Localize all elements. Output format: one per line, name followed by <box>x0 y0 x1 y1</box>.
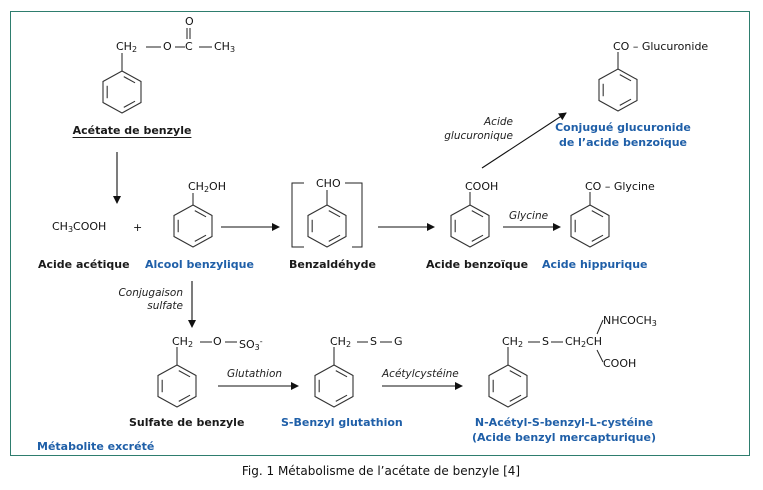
double-bond <box>619 98 632 106</box>
label-s-benzyl-glutathione: S-Benzyl glutathion <box>281 416 403 429</box>
benzyl-acetate-ch3: CH3 <box>214 40 236 54</box>
label-mercapturic-line1: N-Acétyl-S-benzyl-L-cystéine <box>474 416 654 429</box>
label-glucuronide-line1: Conjugué glucuronide <box>555 121 691 134</box>
benzyl-sulfate-so3: SO3- <box>239 337 263 352</box>
mercapturic-ch2ch: CH2CH <box>565 335 602 349</box>
double-bond <box>123 76 136 84</box>
double-bond <box>194 210 207 218</box>
double-bond <box>591 234 604 242</box>
acetic-acid-formula: CH3COOH <box>52 220 107 234</box>
s-benzyl-glutathione-s: S <box>370 335 377 348</box>
double-bond <box>194 234 207 242</box>
double-bond <box>619 74 632 82</box>
s-benzyl-glutathione-ch2: CH2 <box>330 335 352 349</box>
reagent-glucuronic-line2: glucuronique <box>444 130 513 142</box>
benzyl-acetate-o: O <box>163 40 172 53</box>
benzyl-acetate-ring <box>102 53 142 114</box>
benzyl-acetate-c: C <box>185 40 193 53</box>
benzaldehyde-formula: CHO <box>316 177 341 190</box>
double-bond <box>509 370 522 378</box>
label-mercapturic-line2: (Acide benzyl mercapturique) <box>472 431 656 444</box>
plus-sign: + <box>133 221 143 234</box>
double-bond <box>328 210 341 218</box>
reagent-glucuronic-line1: Acide <box>484 116 513 128</box>
label-hippuric-acid: Acide hippurique <box>542 258 648 271</box>
double-bond <box>509 394 522 402</box>
mercapturic-ch2: CH2 <box>502 335 524 349</box>
benzene-ring-icon <box>102 70 142 114</box>
reagent-sulfate-line2: sulfate <box>147 300 183 312</box>
double-bond <box>178 394 191 402</box>
benzyl-acetate-ch2: CH2 <box>116 40 138 54</box>
glucuronide-formula: CO – Glucuronide <box>613 40 709 53</box>
benzene-ring-icon <box>570 204 610 248</box>
benzyl-alcohol-formula: CH2OH <box>188 180 226 194</box>
label-glucuronide-line2: de l’acide benzoïque <box>558 136 688 149</box>
figure-frame <box>10 11 750 456</box>
mercapturic-ring <box>488 347 528 408</box>
double-bond <box>178 370 191 378</box>
reagent-glutathione: Glutathion <box>227 368 283 380</box>
label-benzaldehyde: Benzaldéhyde <box>289 258 376 271</box>
double-bond <box>471 234 484 242</box>
double-bond <box>335 394 348 402</box>
reagent-glycine: Glycine <box>509 210 549 222</box>
label-benzyl-alcohol: Alcool benzylique <box>145 258 254 271</box>
bracket-left <box>291 182 304 248</box>
benzene-ring-icon <box>173 204 213 248</box>
glucuronide-ring <box>598 52 638 112</box>
bracket-right <box>345 182 363 248</box>
label-benzoic-acid: Acide benzoïque <box>426 258 529 271</box>
double-bond <box>591 210 604 218</box>
benzyl-sulfate-ch2: CH2 <box>172 335 194 349</box>
arrow-glucuronidation <box>481 112 567 169</box>
label-benzyl-sulfate: Sulfate de benzyle <box>129 416 245 429</box>
benzene-ring-icon <box>488 364 528 408</box>
bond <box>596 319 604 335</box>
glutathione-ring <box>314 347 354 408</box>
bond <box>596 349 604 363</box>
hippuric-acid-formula: CO – Glycine <box>585 180 655 193</box>
benzene-ring-icon <box>450 204 490 248</box>
hippuric-acid-ring <box>570 192 610 248</box>
mercapturic-nhcoch3: NHCOCH3 <box>603 314 657 328</box>
benzoic-acid-formula: COOH <box>465 180 499 193</box>
benzoic-acid-ring <box>450 192 490 248</box>
benzene-ring-icon <box>307 204 347 248</box>
label-acetic-acid: Acide acétique <box>38 258 130 271</box>
benzene-ring-icon <box>314 364 354 408</box>
label-benzyl-acetate: Acétate de benzyle <box>72 124 192 137</box>
reagent-acetylcysteine: Acétylcystéine <box>382 368 459 380</box>
mercapturic-cooh: COOH <box>603 357 637 370</box>
benzyl-acetate-carbonyl-o: O <box>185 15 194 28</box>
double-bond <box>471 210 484 218</box>
s-benzyl-glutathione-g: G <box>394 335 403 348</box>
figure-caption: Fig. 1 Métabolisme de l’acétate de benzy… <box>241 464 521 478</box>
legend-excreted-metabolite: Métabolite excrété <box>37 440 155 453</box>
mercapturic-s: S <box>542 335 549 348</box>
reagent-sulfate-line1: Conjugaison <box>118 287 183 299</box>
benzene-ring-icon <box>598 68 638 112</box>
double-bond <box>328 234 341 242</box>
benzyl-alcohol-ring <box>173 193 213 248</box>
benzene-ring-icon <box>157 364 197 408</box>
benzyl-sulfate-o: O <box>213 335 222 348</box>
benzaldehyde-ring <box>307 190 347 248</box>
double-bond <box>335 370 348 378</box>
benzyl-sulfate-ring <box>157 347 197 408</box>
double-bond <box>123 100 136 108</box>
